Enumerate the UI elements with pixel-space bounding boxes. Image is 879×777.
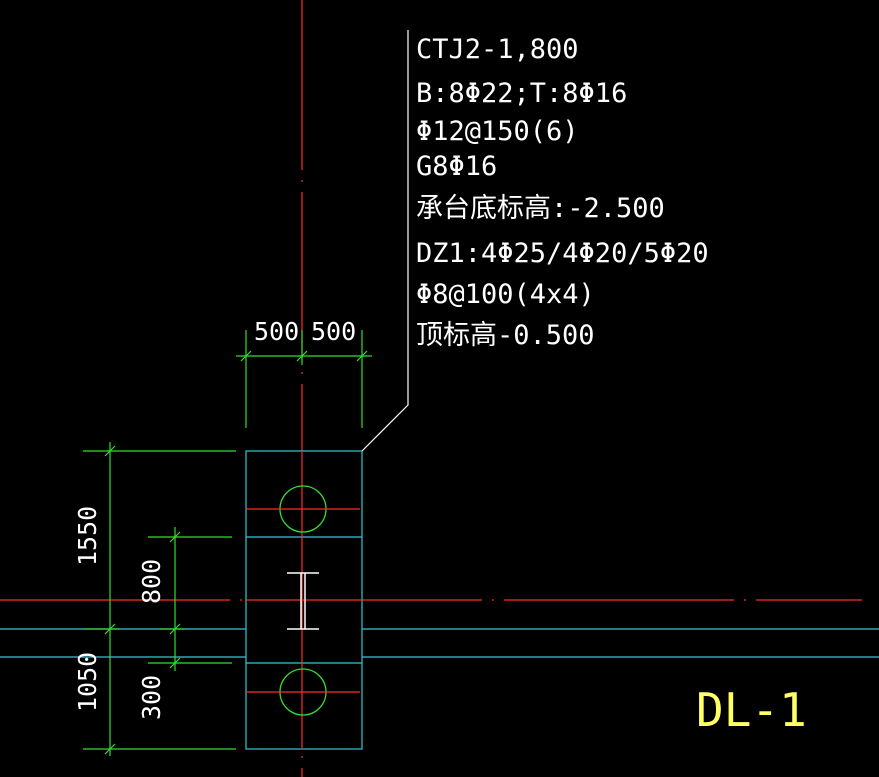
axis-over-cap <box>246 451 362 749</box>
dim-left-upper: 1550 <box>73 506 102 566</box>
top-dim-tick-right <box>356 350 368 362</box>
inner-dim-tick-top <box>169 531 181 543</box>
inner-dim-tick-bottom <box>169 657 181 669</box>
dim-left-lower: 1050 <box>73 652 102 712</box>
left-dim-tick-bottom <box>104 743 116 755</box>
dim-top-left: 500 <box>254 317 299 346</box>
annotation-line-4: G8Φ16 <box>416 151 497 182</box>
annotation-line-1: CTJ2-1,800 <box>416 34 579 65</box>
left-inner-dimension <box>148 527 232 671</box>
top-dim-tick-mid <box>296 350 308 362</box>
dim-inner-lower: 300 <box>137 675 166 720</box>
annotation-line-6: DZ1:4Φ25/4Φ20/5Φ20 <box>416 238 709 269</box>
annotation-line-8: 顶标高-0.500 <box>416 320 595 351</box>
annotation-line-7: Φ8@100(4x4) <box>416 279 595 310</box>
annotation-leader-line <box>361 30 409 452</box>
pile-upper <box>246 485 360 533</box>
dim-top-right: 500 <box>311 317 356 346</box>
beam-ground-beam <box>0 628 879 658</box>
inner-dim-tick-mid <box>169 623 181 635</box>
dim-inner-upper: 800 <box>137 559 166 604</box>
pile-lower <box>246 668 360 716</box>
left-outer-dimension <box>83 442 236 756</box>
top-dim-tick-left <box>240 350 252 362</box>
annotation-line-5: 承台底标高:-2.500 <box>416 193 665 224</box>
top-dimension <box>236 330 372 428</box>
annotation-line-2: B:8Φ22;T:8Φ16 <box>416 78 627 109</box>
beam-label: DL-1 <box>696 683 807 737</box>
left-dim-tick-mid <box>104 623 116 635</box>
steel-column-i-section <box>287 572 319 630</box>
annotation-line-3: Φ12@150(6) <box>416 116 579 147</box>
left-dim-tick-top <box>104 445 116 457</box>
pile-cap-annotation: CTJ2-1,800 B:8Φ22;T:8Φ16 Φ12@150(6) G8Φ1… <box>416 34 709 351</box>
